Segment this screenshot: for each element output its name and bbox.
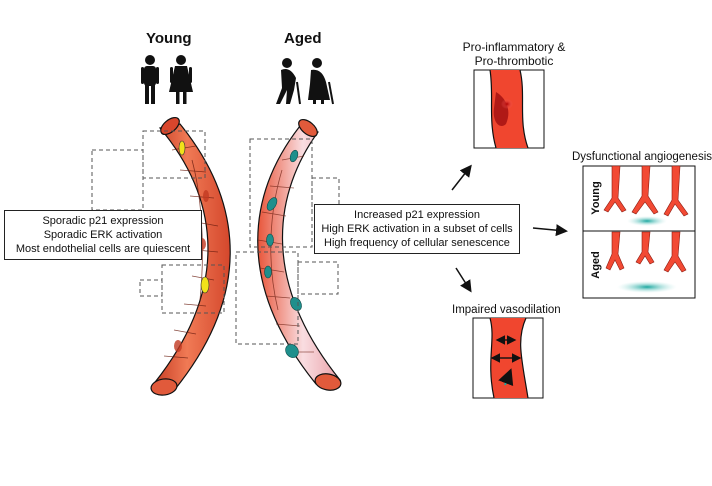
inflammatory-panel bbox=[473, 69, 545, 149]
inflammatory-label-2: Pro-thrombotic bbox=[474, 54, 554, 68]
young-header: Young bbox=[146, 30, 192, 47]
arrows bbox=[451, 164, 568, 293]
young-summary-line-3: Most endothelial cells are quiescent bbox=[15, 243, 191, 255]
young-dashed-frames bbox=[91, 130, 225, 314]
aged-summary-box: Increased p21 expression High ERK activa… bbox=[314, 204, 520, 254]
angiogenesis-panel bbox=[582, 165, 696, 299]
vasodilation-label: Impaired vasodilation bbox=[452, 304, 561, 316]
arrow-vasodilation bbox=[455, 267, 472, 293]
inflammatory-label-1: Pro-inflammatory & bbox=[462, 40, 566, 54]
arrow-angiogenesis bbox=[532, 224, 568, 237]
vasodilation-panel bbox=[472, 317, 544, 399]
young-vessel bbox=[150, 116, 231, 396]
aged-summary-line-2: High ERK activation in a subset of cells bbox=[321, 223, 513, 235]
angiogenesis-label: Dysfunctional angiogenesis bbox=[572, 151, 712, 163]
aged-people-icon bbox=[276, 58, 334, 105]
young-summary-box: Sporadic p21 expression Sporadic ERK act… bbox=[4, 210, 202, 260]
young-people-icon bbox=[141, 55, 193, 104]
arrow-inflammatory bbox=[451, 164, 472, 191]
aged-vessel bbox=[257, 118, 342, 391]
young-summary-line-2: Sporadic ERK activation bbox=[43, 229, 163, 241]
angio-aged-label: Aged bbox=[590, 251, 602, 279]
aged-dashed-frames bbox=[235, 138, 340, 345]
aged-header: Aged bbox=[284, 30, 322, 47]
aged-summary-line-3: High frequency of cellular senescence bbox=[324, 237, 510, 249]
aged-summary-line-1: Increased p21 expression bbox=[354, 209, 480, 221]
angio-young-label: Young bbox=[590, 181, 602, 215]
young-summary-line-1: Sporadic p21 expression bbox=[42, 215, 164, 227]
